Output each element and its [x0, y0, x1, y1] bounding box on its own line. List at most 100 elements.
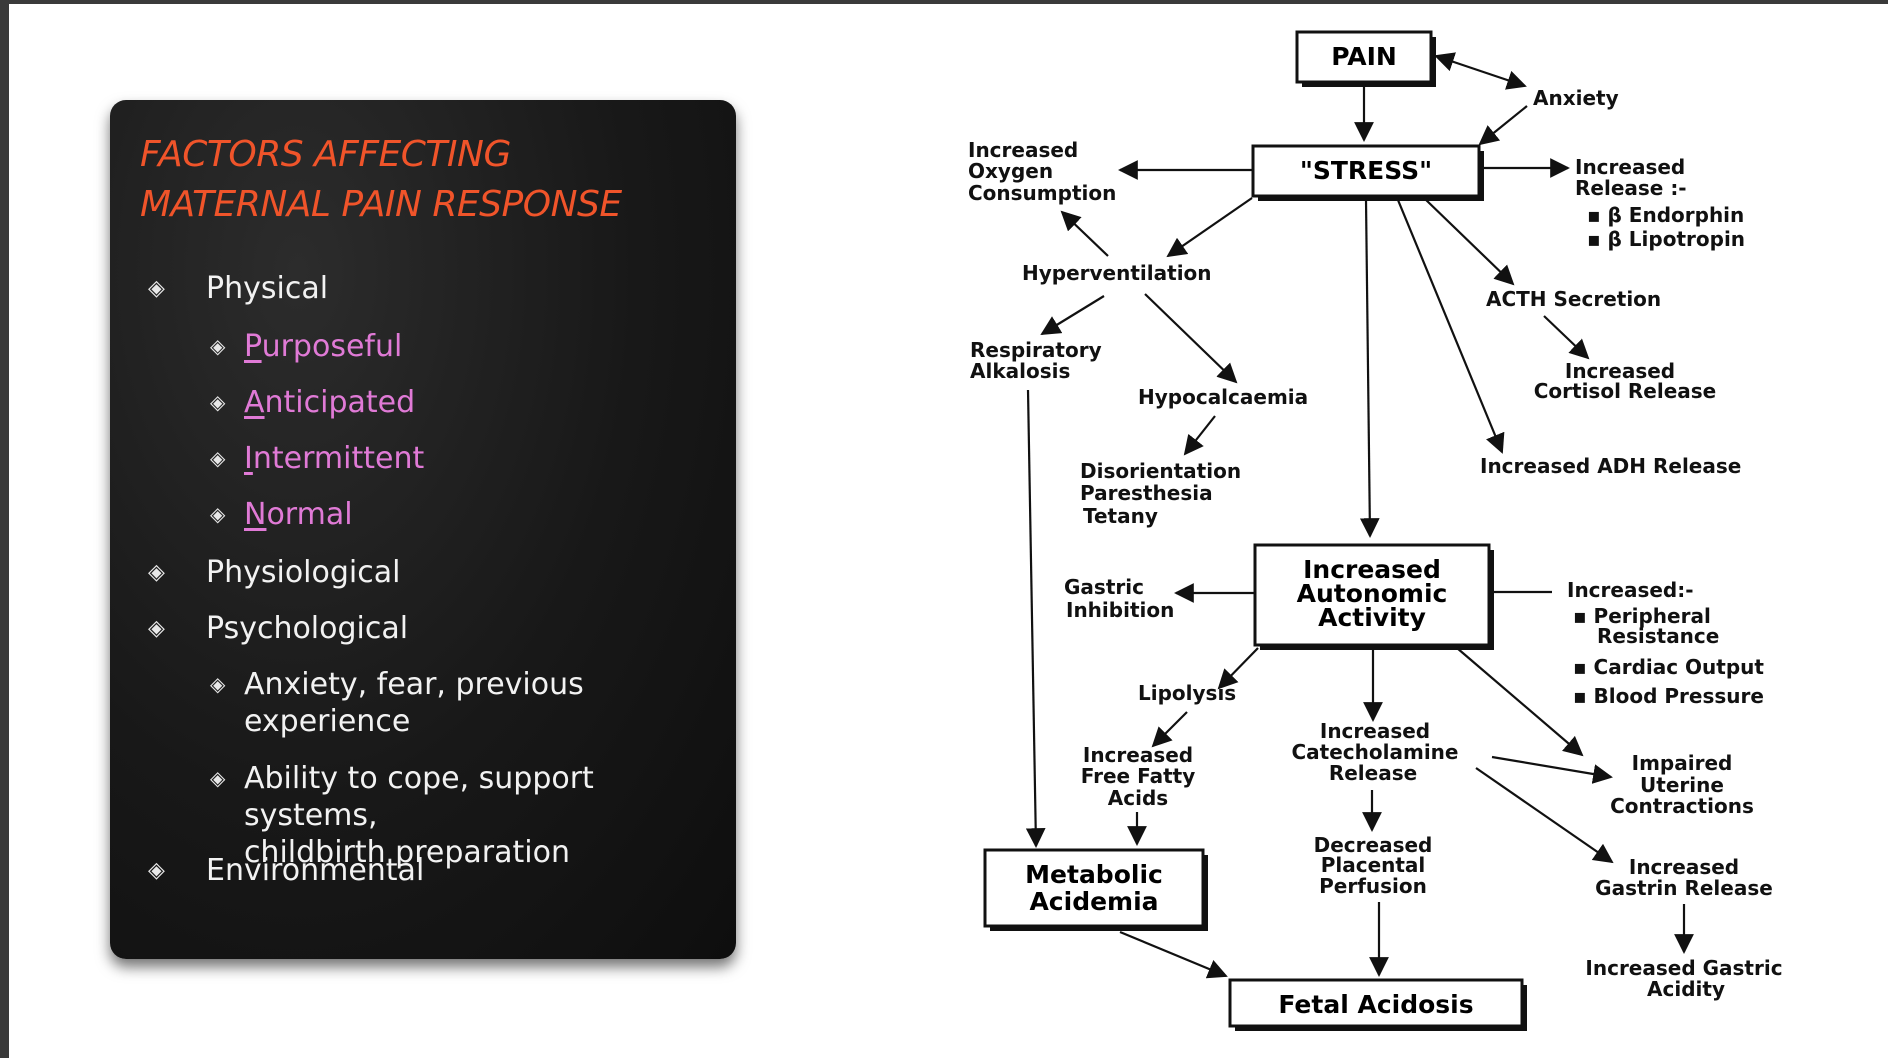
bullet-anxiety: ◈ Anxiety, fear, previous experience	[210, 666, 584, 740]
stress-label: "STRESS"	[1300, 156, 1432, 185]
gastric-inhib-line2: Inhibition	[1066, 598, 1174, 622]
bullet-text: Environmental	[206, 853, 425, 888]
catechol-line1: Increased	[1320, 719, 1430, 743]
cortisol-line2: Cortisol Release	[1534, 379, 1717, 403]
impaired-line3: Contractions	[1610, 794, 1754, 818]
arrow-stress-acth	[1423, 197, 1515, 286]
bullet-purposeful: ◈ Purposeful	[210, 328, 402, 365]
metabolic-line1: Metabolic	[1025, 860, 1163, 889]
bullet-psychological: ◈ Psychological	[148, 610, 408, 647]
increased-colon-label: Increased:-	[1567, 578, 1694, 602]
hyperventilation-label: Hyperventilation	[1022, 261, 1212, 285]
bullet-text: ntermittent	[252, 441, 425, 476]
oxygen-line3: Consumption	[968, 181, 1116, 205]
catechol-line3: Release	[1329, 761, 1417, 785]
panel-title-line2: MATERNAL PAIN RESPONSE	[140, 184, 622, 225]
arrow-hypocalc-disorient	[1183, 415, 1216, 456]
bullet-text-line2: childbirth preparation	[243, 835, 570, 870]
panel-title-line1: FACTORS AFFECTING	[140, 134, 511, 175]
gastrin-line2: Gastrin Release	[1595, 876, 1773, 900]
diamond-bullet-icon: ◈	[210, 390, 226, 414]
bullet-normal: ◈ Normal	[210, 496, 353, 533]
arrow-metabolic-fetal	[1119, 930, 1228, 979]
bullet-text: urposeful	[261, 329, 403, 364]
decreased-plac-line1: Decreased	[1314, 833, 1433, 857]
bullet-text-line2: experience	[244, 704, 411, 739]
bullet-physiological: ◈ Physiological	[148, 554, 400, 591]
ffa-line3: Acids	[1108, 786, 1168, 810]
diamond-bullet-icon: ◈	[148, 616, 165, 641]
arrow-catechol-gastrin	[1475, 767, 1614, 864]
bullet-anticipated: ◈ Anticipated	[210, 384, 415, 421]
arrow-autonomic-impaired	[1456, 647, 1584, 757]
bullet-intermittent: ◈ Intermittent	[210, 440, 424, 477]
fetal-box: Fetal Acidosis	[1228, 978, 1527, 1031]
decreased-plac-line3: Perfusion	[1319, 874, 1427, 898]
bullet-initial: I	[244, 441, 253, 476]
lipotropin-label: ▪ β Lipotropin	[1587, 227, 1745, 251]
bullet-text: Physical	[206, 271, 329, 306]
bp-label: ▪ Blood Pressure	[1573, 684, 1764, 708]
ffa-line1: Increased	[1083, 743, 1193, 767]
cardiac-label: ▪ Cardiac Output	[1573, 655, 1764, 679]
peripheral-line2: Resistance	[1597, 624, 1719, 648]
oxygen-line1: Increased	[968, 138, 1078, 162]
diamond-bullet-icon: ◈	[148, 560, 165, 585]
release-line2: Release :-	[1575, 176, 1687, 200]
arrow-hyperventilation-oxygen	[1060, 210, 1109, 257]
bullet-text: nticipated	[264, 385, 416, 420]
diamond-bullet-icon: ◈	[210, 502, 226, 526]
factors-panel: FACTORS AFFECTING MATERNAL PAIN RESPONSE…	[110, 100, 736, 959]
oxygen-line2: Oxygen	[968, 159, 1053, 183]
peripheral-line1: ▪ Peripheral	[1573, 604, 1711, 628]
autonomic-line1: Increased	[1303, 555, 1441, 584]
cortisol-line1: Increased	[1565, 359, 1675, 383]
arrow-lipolysis-ffa	[1151, 711, 1188, 748]
bullet-text-line1: Anxiety, fear, previous	[244, 667, 584, 702]
bullet-initial: N	[244, 497, 267, 532]
fetal-label: Fetal Acidosis	[1278, 990, 1473, 1019]
arrow-hyperventilation-respalk	[1040, 295, 1105, 336]
autonomic-box: Increased Autonomic Activity	[1253, 543, 1494, 650]
anxiety-label: Anxiety	[1533, 86, 1619, 110]
flow-arrows	[1025, 52, 1694, 979]
arrow-anxiety-stress	[1478, 105, 1528, 146]
bullet-physical: ◈ Physical	[148, 270, 328, 307]
impaired-line1: Impaired	[1632, 751, 1733, 775]
bullet-text-line1: Ability to cope, support systems,	[243, 761, 594, 833]
bullet-environmental: ◈ Environmental	[148, 852, 424, 889]
diamond-bullet-icon: ◈	[210, 766, 226, 790]
arrow-autonomic-lipolysis	[1217, 647, 1259, 690]
arrow-catechol-impaired	[1491, 755, 1613, 784]
arrow-stress-autonomic	[1359, 199, 1380, 538]
diamond-bullet-icon: ◈	[210, 446, 226, 470]
bullet-text: ormal	[266, 497, 353, 532]
arrow-acth-cortisol	[1543, 315, 1590, 360]
catechol-line2: Catecholamine	[1292, 740, 1459, 764]
gastric-inhib-line1: Gastric	[1064, 575, 1144, 599]
diamond-bullet-icon: ◈	[148, 276, 165, 301]
acth-label: ACTH Secretion	[1486, 287, 1661, 311]
endorphin-label: ▪ β Endorphin	[1587, 203, 1744, 227]
resp-alk-line1: Respiratory	[970, 338, 1102, 362]
bullet-text: Physiological	[206, 555, 401, 590]
arrow-pain-anxiety	[1434, 52, 1527, 90]
arrow-stress-hyperventilation	[1166, 197, 1253, 258]
release-line1: Increased	[1575, 155, 1685, 179]
autonomic-line2: Autonomic	[1297, 579, 1448, 608]
arrow-respalk-metabolic	[1025, 389, 1046, 848]
impaired-line2: Uterine	[1640, 773, 1724, 797]
bullet-text: Psychological	[206, 611, 409, 646]
diamond-bullet-icon: ◈	[210, 672, 226, 696]
bullet-initial: P	[244, 329, 262, 364]
diamond-bullet-icon: ◈	[148, 858, 165, 883]
arrow-stress-adh	[1396, 199, 1505, 454]
panel-title: FACTORS AFFECTING MATERNAL PAIN RESPONSE	[140, 130, 720, 230]
gastric-acid-line2: Acidity	[1647, 977, 1725, 1001]
disorient-line2: Paresthesia	[1080, 481, 1213, 505]
arrow-hyperventilation-hypocalc	[1144, 293, 1238, 384]
disorient-line3: Tetany	[1083, 504, 1158, 528]
pain-box: PAIN	[1295, 30, 1436, 87]
decreased-plac-line2: Placental	[1321, 853, 1426, 877]
